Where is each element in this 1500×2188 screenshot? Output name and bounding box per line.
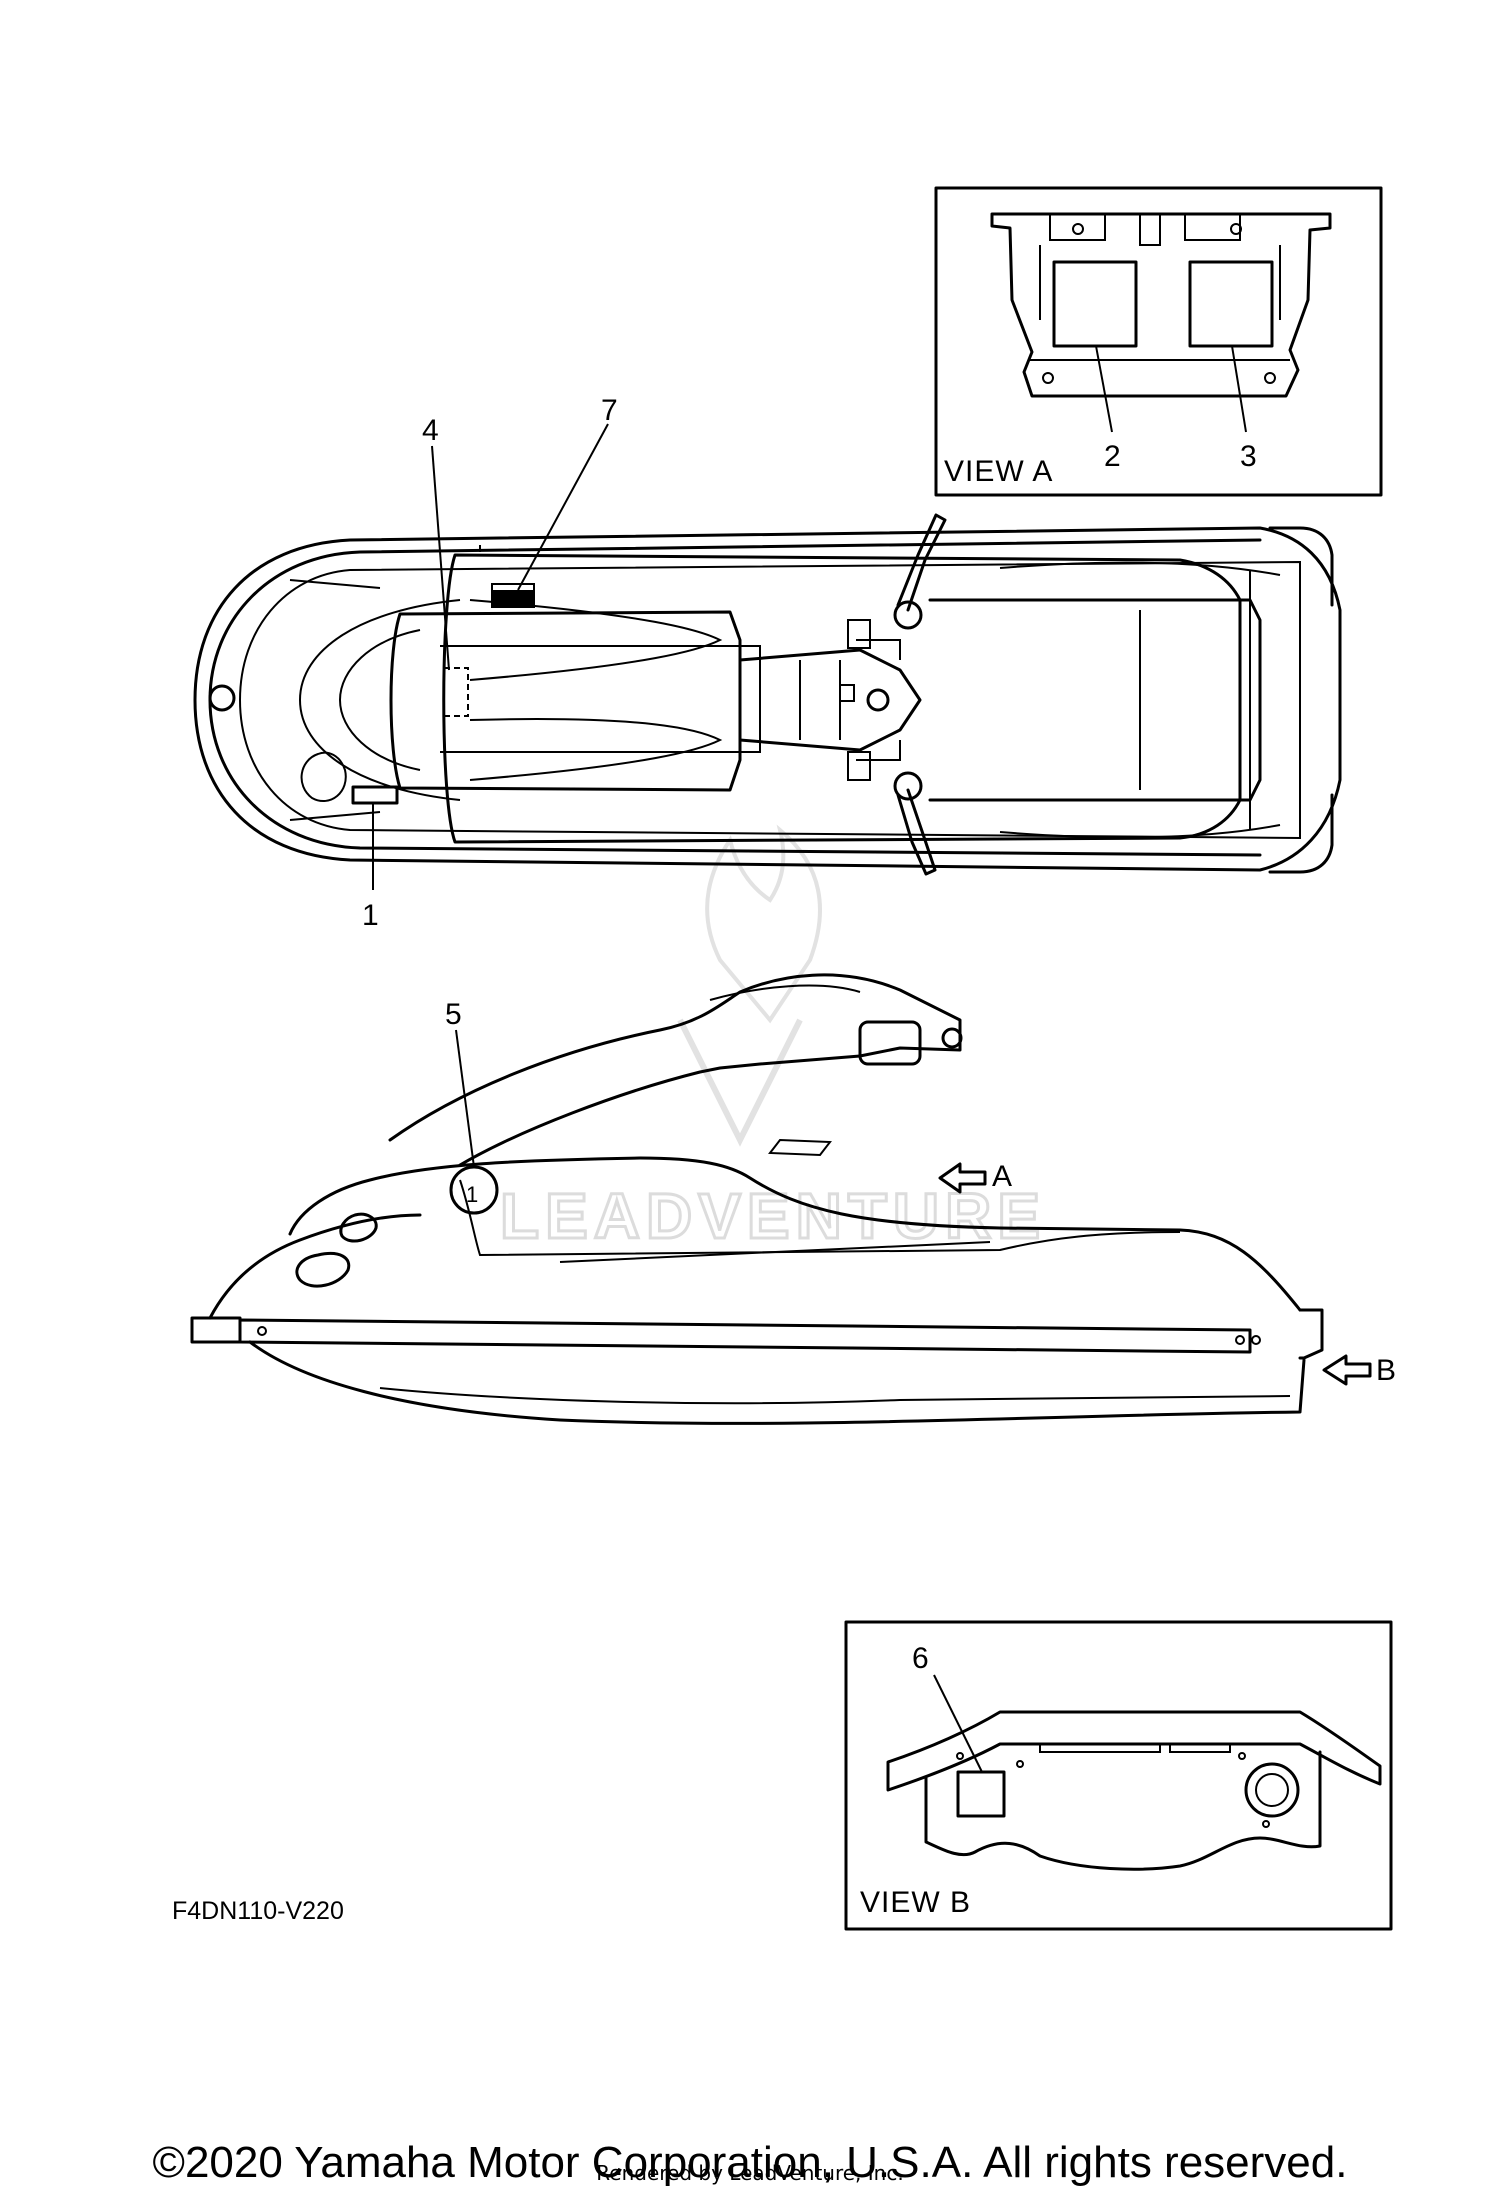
decal-number: 1	[466, 1182, 478, 1207]
diagram-code: F4DN110-V220	[172, 1897, 344, 1925]
rendered-by-notice: Rendered by LeadVenture, Inc.	[596, 2161, 904, 2185]
view-a-frame	[934, 186, 1383, 497]
label-4-shape	[443, 667, 469, 717]
label-1-shape	[351, 785, 399, 805]
view-a-panel: 2 3 VIEW A	[934, 186, 1383, 497]
arrow-b-icon	[1322, 1354, 1372, 1386]
callout-5: 5	[445, 998, 462, 1031]
direction-marker-a: A	[992, 1160, 1012, 1193]
watermark: LEADVENTURE	[499, 824, 1042, 1254]
label-6-shape	[956, 1770, 1006, 1818]
callout-2: 2	[1104, 440, 1121, 473]
label-7-shape	[491, 590, 535, 608]
direction-marker-b: B	[1376, 1354, 1396, 1387]
label-2-shape	[1052, 260, 1138, 348]
callout-1: 1	[362, 899, 379, 932]
callout-6: 6	[912, 1642, 929, 1675]
view-b-label: VIEW B	[860, 1886, 971, 1919]
callout-4: 4	[422, 414, 439, 447]
arrow-a-icon	[938, 1162, 987, 1194]
label-3-shape	[1188, 260, 1274, 348]
view-a-shroud	[990, 212, 1332, 398]
copyright-notice: ©2020 Yamaha Motor Corporation, U.S.A. A…	[152, 2138, 1348, 2187]
callout-7: 7	[601, 394, 618, 427]
callout-3: 3	[1240, 440, 1257, 473]
view-b-frame	[844, 1620, 1393, 1931]
side-view-craft: 1 5 A B	[190, 973, 1396, 1425]
top-view-craft: 1 4 7	[193, 394, 1342, 932]
view-b-panel: 6 VIEW B	[844, 1620, 1393, 1931]
view-a-label: VIEW A	[944, 455, 1053, 488]
